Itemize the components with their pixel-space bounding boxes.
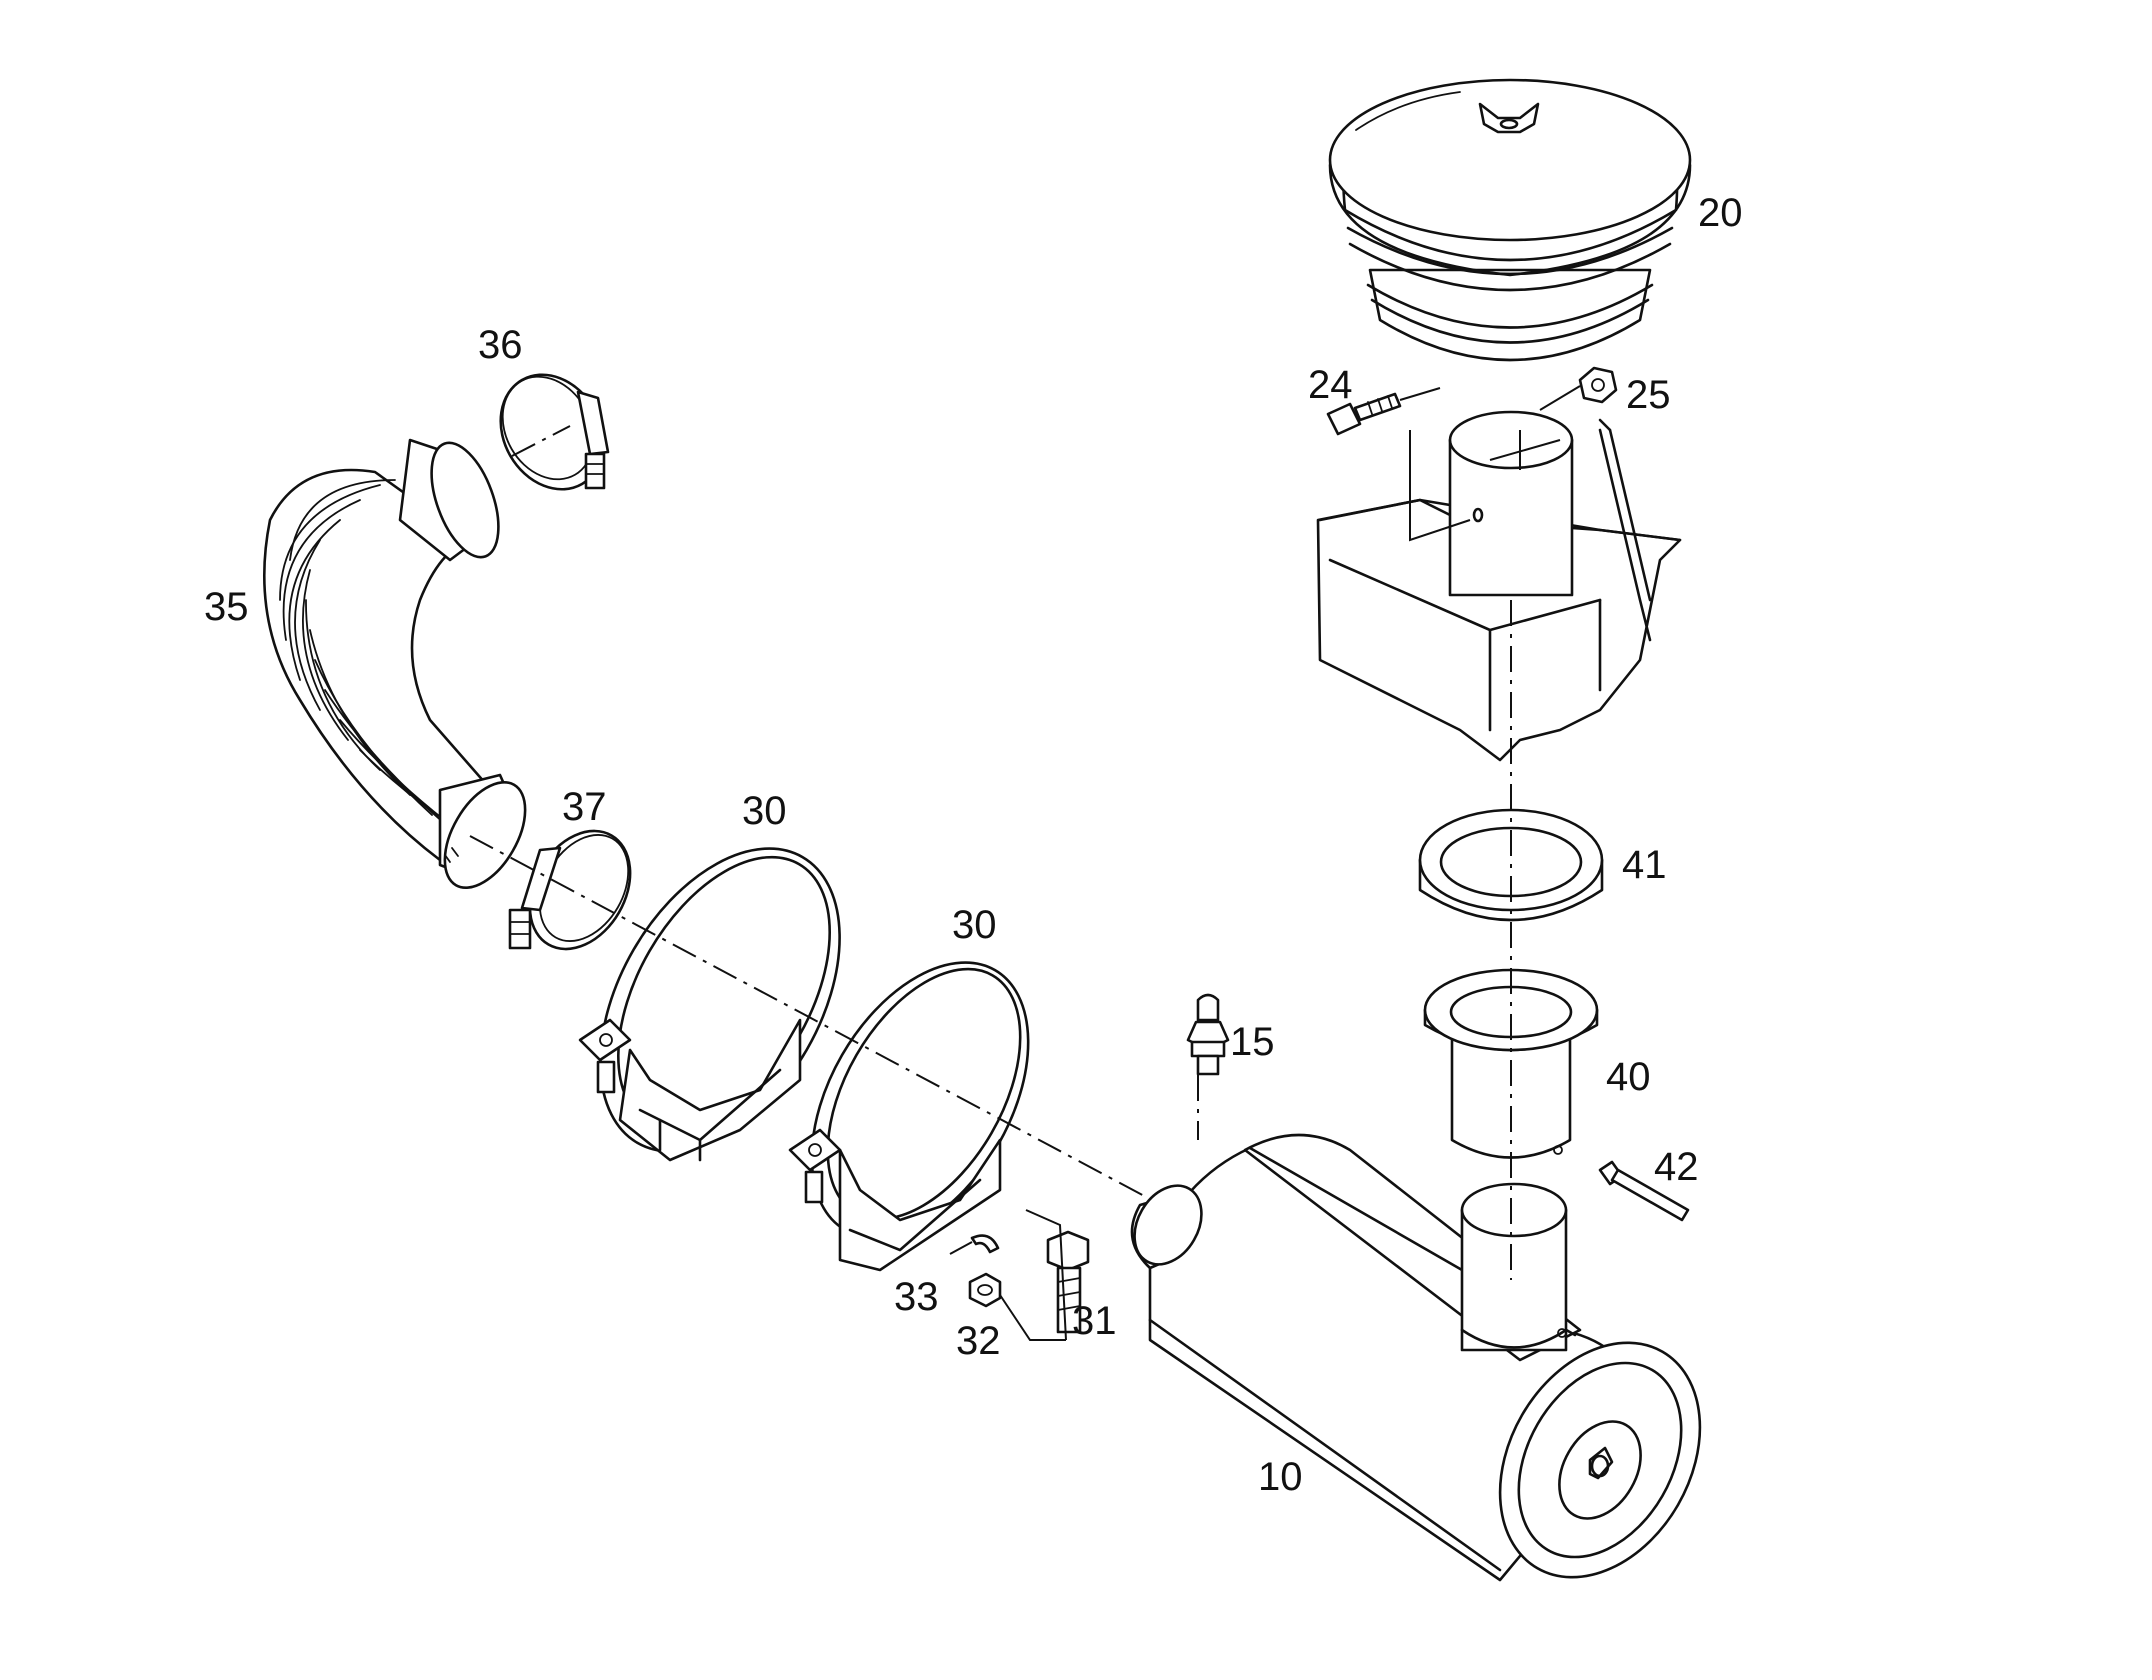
label-part-25: 25 xyxy=(1626,373,1671,417)
label-part-35: 35 xyxy=(204,585,249,629)
part-labels: 10 15 20 24 25 30 30 31 32 33 35 36 37 4… xyxy=(204,191,1743,1499)
canister-part-10 xyxy=(1130,1133,1702,1582)
valve-part-15 xyxy=(1186,993,1230,1076)
label-part-32: 32 xyxy=(956,1319,1001,1363)
hose-clamp-part-37 xyxy=(508,829,632,951)
label-part-31: 31 xyxy=(1072,1299,1117,1343)
washer-part-33 xyxy=(970,1234,1000,1254)
label-part-24: 24 xyxy=(1308,363,1353,407)
hose-clamp-part-36 xyxy=(499,373,610,491)
cap-part-20 xyxy=(1328,78,1692,362)
label-part-10: 10 xyxy=(1258,1455,1303,1499)
nut-part-32 xyxy=(968,1272,1002,1308)
bracket-part-30-b xyxy=(788,961,1030,1272)
label-part-37: 37 xyxy=(562,785,607,829)
label-part-33: 33 xyxy=(894,1275,939,1319)
canister-end-cap xyxy=(1498,1341,1702,1579)
hose-upper-cuff xyxy=(398,438,500,562)
assembly-axes xyxy=(469,425,1512,1341)
side-inlet-spigot xyxy=(1130,1184,1203,1270)
label-part-41: 41 xyxy=(1622,843,1667,887)
pin-part-42 xyxy=(1598,1160,1690,1222)
label-part-30-a: 30 xyxy=(742,789,787,833)
label-part-15: 15 xyxy=(1230,1020,1275,1064)
bolt-part-24 xyxy=(1326,387,1441,436)
hose-lower-cuff xyxy=(438,773,527,890)
label-part-20: 20 xyxy=(1698,191,1743,235)
end-wing-nut-icon xyxy=(1588,1446,1614,1480)
label-part-30-b: 30 xyxy=(952,903,997,947)
bracket-part-30-a xyxy=(578,847,841,1162)
label-part-36: 36 xyxy=(478,323,523,367)
hose-part-35 xyxy=(262,438,527,890)
intake-panel-assembly xyxy=(1316,410,1682,762)
nut-part-25 xyxy=(1539,366,1618,411)
label-part-42: 42 xyxy=(1654,1145,1699,1189)
label-part-40: 40 xyxy=(1606,1055,1651,1099)
wing-nut-icon xyxy=(1478,102,1540,134)
